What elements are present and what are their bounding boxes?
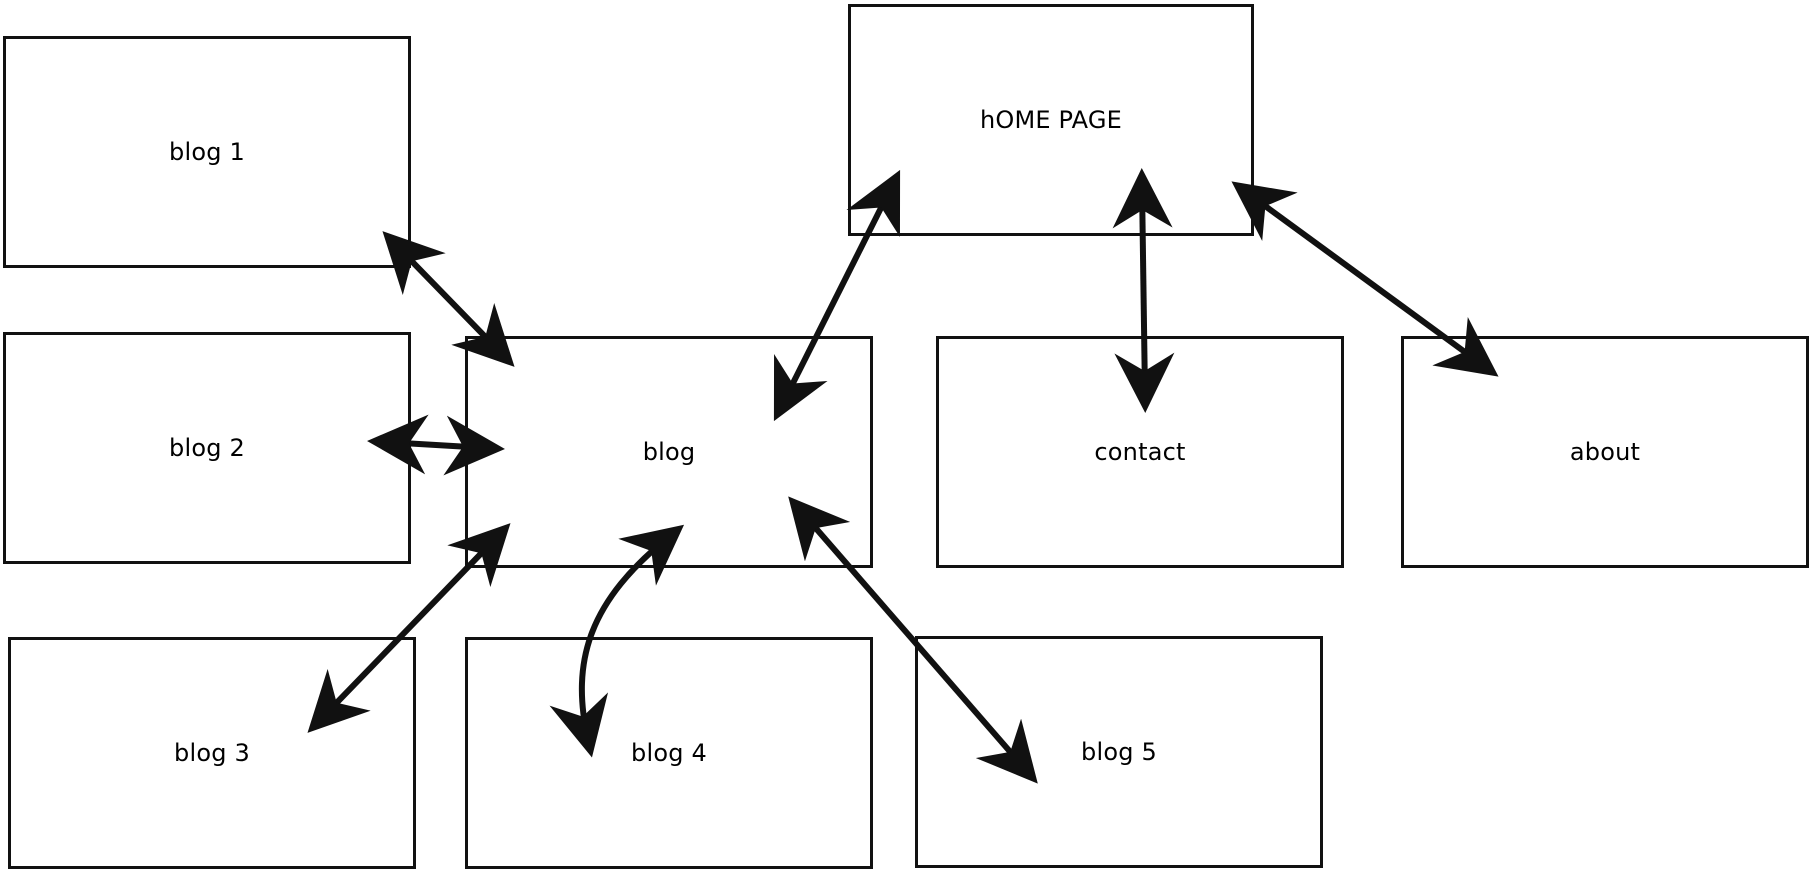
node-contact[interactable]: contact <box>936 336 1344 568</box>
node-label: blog 4 <box>631 739 707 767</box>
node-blog[interactable]: blog <box>465 336 873 568</box>
node-blog-4[interactable]: blog 4 <box>465 637 873 869</box>
node-blog-5[interactable]: blog 5 <box>915 636 1323 868</box>
node-blog-2[interactable]: blog 2 <box>3 332 411 564</box>
node-label: contact <box>1094 438 1186 466</box>
node-label: blog 2 <box>169 434 245 462</box>
node-label: blog 3 <box>174 739 250 767</box>
node-blog-3[interactable]: blog 3 <box>8 637 416 869</box>
node-home-page[interactable]: hOME PAGE <box>848 4 1254 236</box>
node-label: blog 1 <box>169 138 245 166</box>
node-about[interactable]: about <box>1401 336 1809 568</box>
node-label: about <box>1569 438 1641 466</box>
node-label: blog <box>642 438 696 466</box>
node-blog-1[interactable]: blog 1 <box>3 36 411 268</box>
node-label: blog 5 <box>1081 738 1157 766</box>
node-label: hOME PAGE <box>979 106 1123 134</box>
